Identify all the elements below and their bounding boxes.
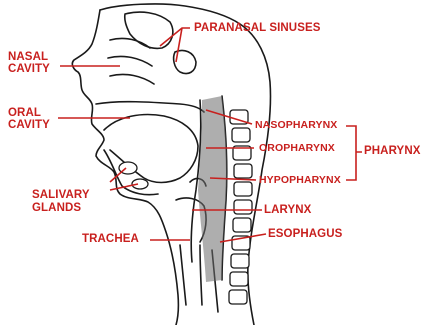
nasal-turbinates [108,38,154,84]
palate [96,102,204,112]
tongue [104,115,198,183]
label-trachea: TRACHEA [82,234,139,245]
label-oral-cavity-line1: ORAL [8,108,41,119]
trachea-front [180,245,186,305]
label-oropharynx: OROPHARYNX [259,143,335,154]
label-pharynx: PHARYNX [364,146,421,157]
leader-pharynx-bracket [346,126,362,180]
label-nasal-cavity-line1: NASAL [8,52,48,63]
label-oral-cavity-line2: CAVITY [8,120,50,131]
label-larynx: LARYNX [264,205,311,216]
leader-paranasal-sinuses [160,28,190,62]
trachea-back [200,245,202,305]
label-esophagus: ESOPHAGUS [268,229,342,240]
sinus-outline [125,12,173,48]
label-hypopharynx: HYPOPHARYNX [259,175,341,186]
label-paranasal-sinuses: PARANASAL SINUSES [194,23,321,34]
label-salivary-glands-line1: SALIVARY [32,190,90,201]
label-nasopharynx: NASOPHARYNX [255,120,337,131]
label-nasal-cavity-line2: CAVITY [8,64,50,75]
pharynx-shading [198,96,227,282]
label-salivary-glands-line2: GLANDS [32,203,81,214]
vertebrae [229,110,252,304]
